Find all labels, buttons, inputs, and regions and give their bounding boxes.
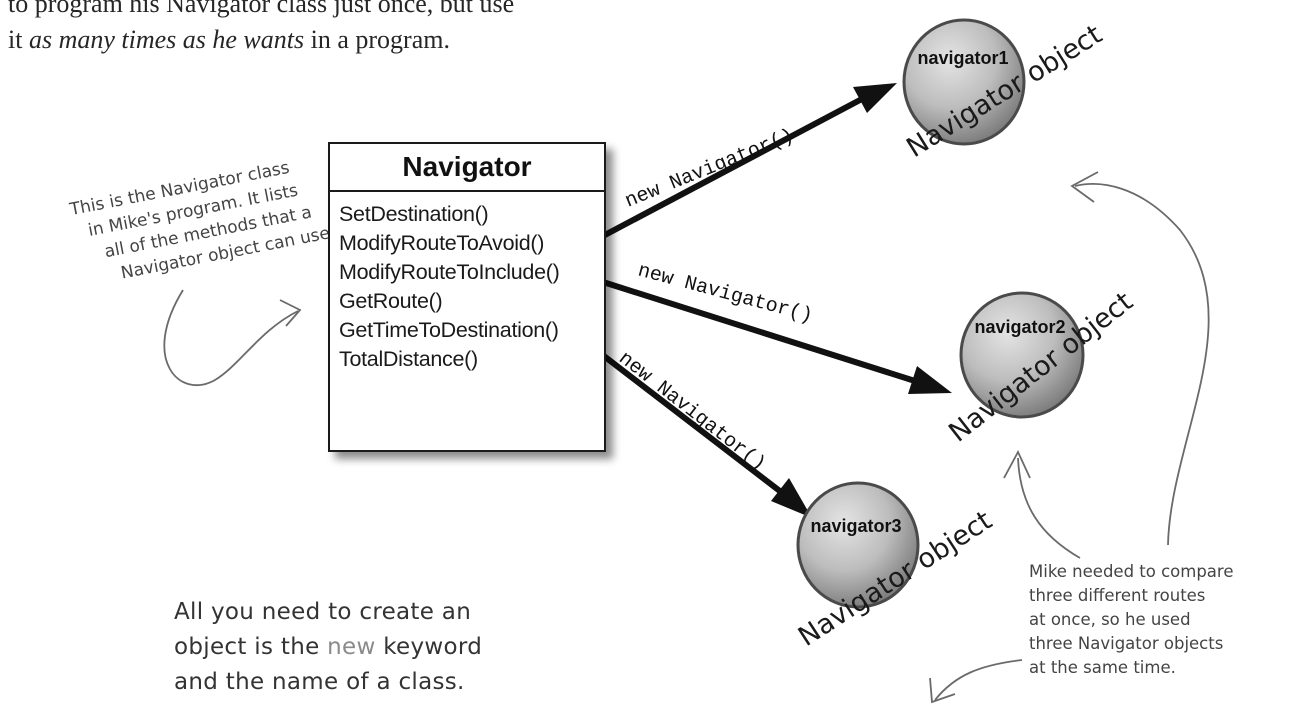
new-keyword: new xyxy=(327,634,376,660)
object-navigator3: navigator3 Navigator object xyxy=(793,481,998,653)
note-left: This is the Navigator class in Mike's pr… xyxy=(67,158,337,284)
class-name: Navigator xyxy=(330,144,604,192)
method-item: ModifyRouteToAvoid() xyxy=(339,231,545,255)
arrow-label-3: new Navigator() xyxy=(614,347,770,476)
bottom-line-1: All you need to create an xyxy=(174,599,472,625)
arrow-to-navigator2 xyxy=(600,279,952,394)
intro-line-2-suffix: in a program. xyxy=(304,25,450,54)
note-right-arrow-to-nav3 xyxy=(929,659,1023,704)
object-name-3: navigator3 xyxy=(810,516,901,536)
note-right-arrow-to-nav2 xyxy=(1003,449,1081,559)
bottom-line-2-prefix: object is the xyxy=(174,634,328,660)
note-right: Mike needed to compare three different r… xyxy=(1029,562,1234,677)
navigator-class-box: Navigator SetDestination() ModifyRouteTo… xyxy=(328,142,606,452)
intro-line-2: it as many times as he wants in a progra… xyxy=(8,22,450,57)
method-item: GetTimeToDestination() xyxy=(339,318,559,342)
object-name-2: navigator2 xyxy=(974,317,1065,337)
note-right-line-5: at the same time. xyxy=(1029,658,1176,677)
method-item: GetRoute() xyxy=(339,289,443,313)
intro-line-2-prefix: it xyxy=(8,25,29,54)
object-navigator1: navigator1 Navigator object xyxy=(901,18,1108,164)
arrow-to-navigator1 xyxy=(600,83,897,239)
method-item: ModifyRouteToInclude() xyxy=(339,260,560,284)
note-right-line-2: three different routes xyxy=(1029,586,1205,605)
note-right-line-4: three Navigator objects xyxy=(1029,634,1223,653)
intro-line-1: to program his Navigator class just once… xyxy=(8,0,515,18)
note-left-arrow xyxy=(163,289,302,386)
arrow-label-1: new Navigator() xyxy=(622,125,798,214)
bottom-line-2-suffix: keyword xyxy=(375,634,483,660)
object-navigator2: navigator2 Navigator object xyxy=(943,286,1139,448)
bottom-line-3: and the name of a class. xyxy=(174,669,465,695)
method-item: SetDestination() xyxy=(339,202,489,226)
bottom-line-2: object is the new keyword xyxy=(174,630,594,665)
note-right-arrow-to-nav1 xyxy=(1070,171,1210,546)
object-name-1: navigator1 xyxy=(917,48,1008,68)
method-list: SetDestination() ModifyRouteToAvoid() Mo… xyxy=(330,192,604,374)
note-right-line-3: at once, so he used xyxy=(1029,610,1191,629)
method-item: TotalDistance() xyxy=(339,347,478,371)
arrow-to-navigator3 xyxy=(597,350,812,518)
note-right-line-1: Mike needed to compare xyxy=(1029,562,1234,581)
intro-line-2-emphasis: as many times as he wants xyxy=(28,25,305,54)
bottom-text: All you need to create an object is the … xyxy=(174,595,594,700)
